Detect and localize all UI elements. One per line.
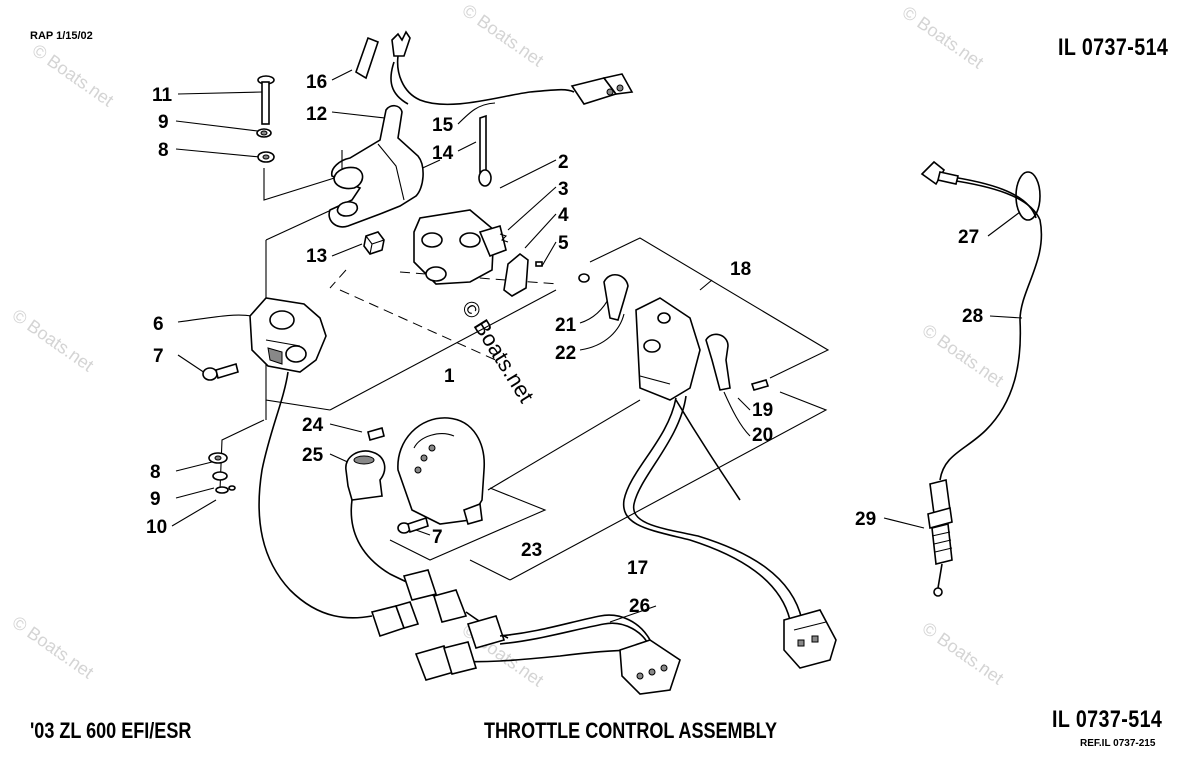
callout-17: 17: [627, 558, 648, 579]
part-24-screw: [367, 427, 385, 441]
part-7-screw-lower: [397, 516, 429, 534]
callout-15: 15: [432, 115, 454, 136]
part-9-washer-lower: [212, 471, 228, 481]
part-10-nut: [215, 485, 236, 494]
part-9-washer: [256, 128, 272, 138]
part-14-terminal: [478, 114, 492, 187]
callout-12: 12: [306, 104, 327, 125]
date-code: RAP 1/15/02: [30, 30, 93, 42]
callout-22: 22: [555, 343, 576, 364]
callout-4: 4: [558, 205, 569, 226]
callout-16: 16: [306, 72, 327, 93]
part-11-bolt: [257, 75, 275, 125]
part-7-screw: [202, 362, 239, 381]
part-19-screw: [750, 379, 770, 391]
part-26-wiring-harness: [258, 371, 681, 695]
callout-21: 21: [555, 315, 577, 336]
callout-1: 1: [444, 366, 455, 387]
model-label: '03 ZL 600 EFI/ESR: [30, 718, 192, 743]
part-25-kill-switch: [345, 450, 386, 501]
part-3-spring: [499, 233, 509, 243]
part-6-lever-housing: [249, 297, 327, 373]
part-15-heater-wire: [390, 55, 634, 106]
callout-11: 11: [152, 85, 173, 106]
part-29-cable-adjuster: [927, 479, 953, 597]
callout-20: 20: [752, 425, 773, 446]
part-22-brake-lever: [603, 274, 629, 321]
callout-25: 25: [302, 445, 324, 466]
callout-24: 24: [302, 415, 324, 436]
callout-9: 9: [150, 489, 161, 510]
callout-9: 9: [158, 112, 169, 133]
callout-19: 19: [752, 400, 773, 421]
callout-5: 5: [558, 233, 569, 254]
callout-8: 8: [158, 140, 169, 161]
callout-10: 10: [146, 517, 167, 538]
part-21-screw: [578, 273, 590, 283]
assembly-title: THROTTLE CONTROL ASSEMBLY: [484, 718, 777, 743]
part-8-washer: [257, 151, 275, 163]
part-16-heater-element: [355, 30, 411, 80]
part-18-switch-housing: [635, 297, 701, 401]
callout-3: 3: [558, 179, 569, 200]
callout-23: 23: [521, 540, 542, 561]
callout-6: 6: [153, 314, 164, 335]
callout-28: 28: [962, 306, 983, 327]
part-8-washer-lower: [208, 452, 228, 464]
part-4-plate: [503, 252, 529, 297]
part-20-lever: [705, 333, 731, 391]
callout-8: 8: [150, 462, 161, 483]
callout-7: 7: [153, 346, 164, 367]
part-28-throttle-cable: [939, 175, 1043, 481]
callout-18: 18: [730, 259, 751, 280]
part-17-switch-harness: [622, 395, 837, 669]
callout-14: 14: [432, 143, 454, 164]
callout-29: 29: [855, 509, 876, 530]
reference-number-top: IL 0737-514: [1058, 34, 1169, 61]
reference-number-bottom: IL 0737-514: [1052, 706, 1163, 733]
callout-labels: 11 9 8 16 12 15 14 2 3 4 5 13 18 6 21 22…: [146, 72, 983, 617]
part-5-screw: [535, 261, 543, 267]
part-2-throttle-housing: [413, 209, 507, 285]
callout-26: 26: [629, 596, 650, 617]
callout-27: 27: [958, 227, 979, 248]
reference-sub-number: REF.IL 0737-215: [1080, 738, 1156, 749]
part-13-block: [363, 231, 385, 255]
callout-7: 7: [432, 527, 443, 548]
callout-2: 2: [558, 152, 569, 173]
part-12-throttle-lever: [328, 104, 424, 228]
assembly-bracket-lines: [219, 159, 830, 581]
leader-lines: [171, 69, 1023, 623]
callout-13: 13: [306, 246, 327, 267]
part-23-housing: [397, 417, 485, 525]
part-27-cable-end: [920, 160, 1041, 221]
